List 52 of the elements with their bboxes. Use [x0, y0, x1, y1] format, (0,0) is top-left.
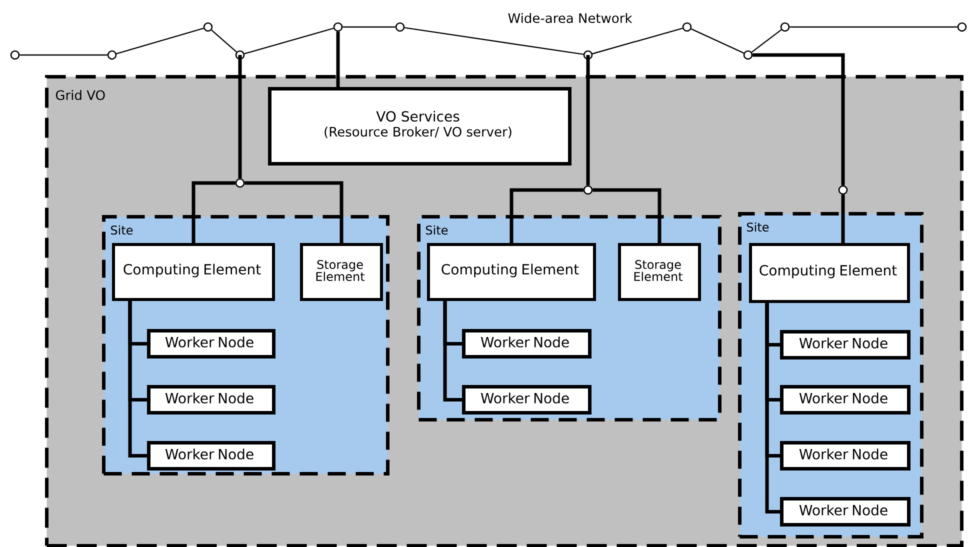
element-box: Storage Element — [300, 243, 383, 301]
network-label: Wide-area Network — [508, 12, 632, 24]
worker-box: Worker Node — [147, 329, 276, 358]
element-box: Computing Element — [749, 243, 910, 303]
junction-circle — [780, 22, 790, 32]
worker-box: Worker Node — [462, 329, 592, 358]
element-box: Storage Element — [618, 243, 701, 301]
connector-line — [765, 303, 780, 514]
network-line — [690, 28, 744, 54]
junction-circle — [333, 22, 343, 32]
connector-line — [244, 181, 344, 243]
connector-line — [443, 301, 462, 402]
worker-box: Worker Node — [462, 385, 592, 414]
element-box: Computing Element — [427, 243, 596, 301]
element-box: Computing Element — [112, 243, 275, 301]
junction-circle — [107, 50, 117, 60]
connector-line — [752, 53, 845, 186]
junction-circle — [838, 185, 848, 195]
junction-circle — [235, 50, 245, 60]
junction-circle — [957, 22, 967, 32]
connector-line — [510, 188, 584, 243]
worker-box: Worker Node — [147, 385, 276, 414]
junction-circle — [203, 22, 213, 32]
network-line — [342, 26, 396, 28]
connector-line — [841, 194, 845, 243]
connector-line — [192, 181, 236, 243]
network-line — [404, 27, 584, 55]
junction-circle — [10, 50, 20, 60]
junction-circle — [395, 22, 405, 32]
junction-circle — [583, 185, 593, 195]
network-line — [116, 28, 204, 54]
junction-circle — [583, 50, 593, 60]
worker-box: Worker Node — [780, 330, 910, 360]
connector-line — [586, 55, 590, 186]
worker-box: Worker Node — [780, 441, 910, 470]
network-line — [211, 30, 237, 52]
connector-line — [336, 32, 340, 87]
junction-circle — [743, 50, 753, 60]
worker-box: Worker Node — [147, 441, 276, 470]
network-line — [592, 28, 683, 54]
network-line — [20, 54, 108, 56]
junction-circle — [682, 22, 692, 32]
connector-line — [592, 188, 662, 243]
connector-line — [238, 55, 242, 178]
worker-box: Worker Node — [780, 385, 910, 414]
junction-circle — [235, 178, 245, 188]
network-line — [790, 26, 958, 28]
network-line — [244, 28, 334, 54]
connector-line — [128, 301, 147, 458]
worker-box: Worker Node — [780, 497, 910, 526]
service-box: VO Services (Resource Broker/ VO server) — [268, 87, 572, 166]
network-line — [751, 29, 782, 53]
